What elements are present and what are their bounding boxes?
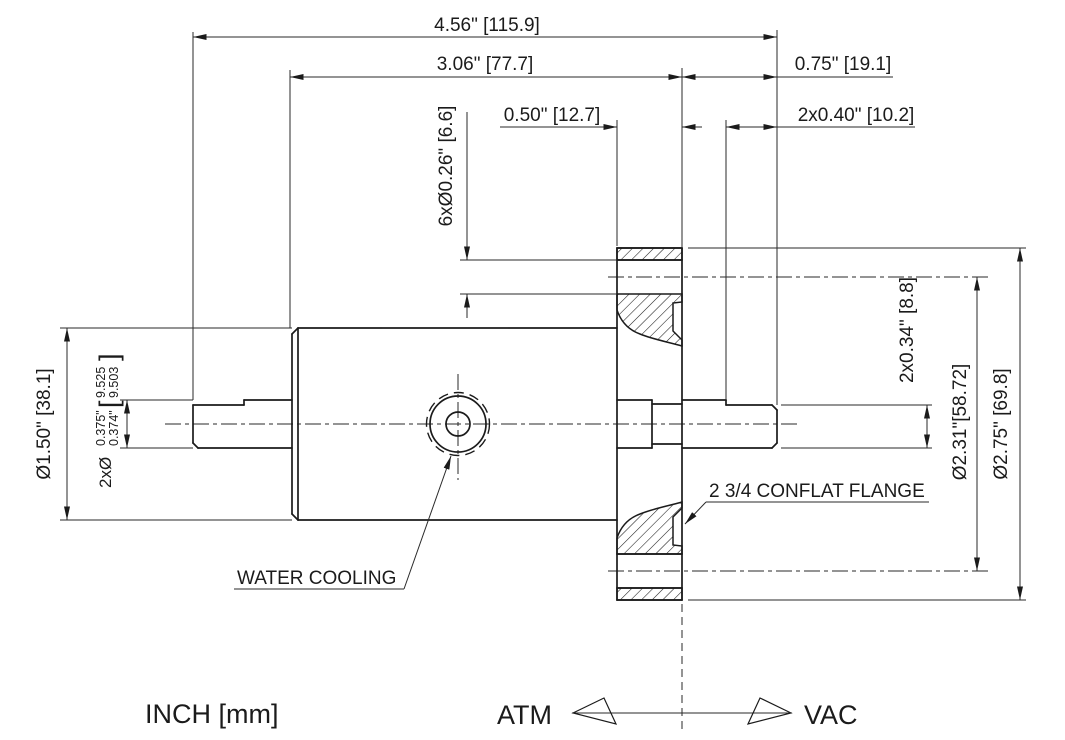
atm-arrow-icon bbox=[571, 697, 618, 725]
dimension-lines bbox=[64, 34, 1023, 600]
dim-bolt-circle-diameter: Ø2.31"[58.72] bbox=[950, 364, 971, 481]
label-water-cooling: WATER COOLING bbox=[237, 568, 396, 589]
dim-shaft-diameter-bracket-open: [ bbox=[94, 400, 124, 408]
dim-shaft-diameter-prefix: 2xØ bbox=[96, 457, 115, 488]
dim-overall-length: 4.56" [115.9] bbox=[434, 15, 540, 36]
dim-flange-diameter: Ø2.75" [69.8] bbox=[991, 368, 1012, 479]
dim-shaft-diameter-mm-upper: 9.525 bbox=[94, 367, 108, 398]
flange-hatch-top-band bbox=[616, 247, 683, 261]
centerlines bbox=[165, 276, 988, 730]
leader-lines bbox=[234, 455, 929, 590]
dim-shaft-diameter: 2xØ 0.375" 0.374" [ 9.525 9.503 ] bbox=[94, 353, 124, 488]
atm-vac-symbols bbox=[571, 697, 793, 725]
flange-hatch-bottom-section bbox=[616, 501, 683, 555]
dim-shaft-diameter-bracket-close: ] bbox=[94, 353, 124, 361]
extension-lines bbox=[60, 30, 1026, 601]
dim-flat-length: 2x0.40" [10.2] bbox=[798, 105, 915, 126]
flange-hatch-top-section bbox=[616, 293, 683, 347]
label-conflat-flange: 2 3/4 CONFLAT FLANGE bbox=[709, 481, 925, 502]
main-body bbox=[291, 327, 618, 521]
dim-body-diameter: Ø1.50" [38.1] bbox=[34, 368, 55, 479]
dim-shaft-diameter-mm-lower: 9.503 bbox=[107, 367, 121, 398]
flange-hatch-bottom-band bbox=[616, 587, 683, 601]
vac-shaft bbox=[616, 399, 778, 449]
dim-vac-side-length: 0.75" [19.1] bbox=[795, 54, 892, 75]
dim-bolt-holes: 6xØ0.26" [6.6] bbox=[436, 106, 457, 227]
dim-shaft-diameter-inch-upper: 0.375" bbox=[94, 410, 108, 446]
dim-flat-height: 2x0.34" [8.8] bbox=[897, 277, 918, 383]
vac-arrow-icon bbox=[746, 697, 793, 725]
label-units: INCH [mm] bbox=[145, 699, 278, 729]
dim-shaft-diameter-inch-lower: 0.374" bbox=[107, 410, 121, 446]
atm-shaft bbox=[192, 399, 293, 449]
label-atm: ATM bbox=[497, 700, 552, 730]
dim-flange-thickness: 0.50" [12.7] bbox=[504, 105, 601, 126]
dim-body-to-face: 3.06" [77.7] bbox=[437, 54, 534, 75]
conflat-flange bbox=[616, 247, 683, 601]
water-cooling-port bbox=[425, 391, 491, 457]
label-vac: VAC bbox=[804, 700, 858, 730]
